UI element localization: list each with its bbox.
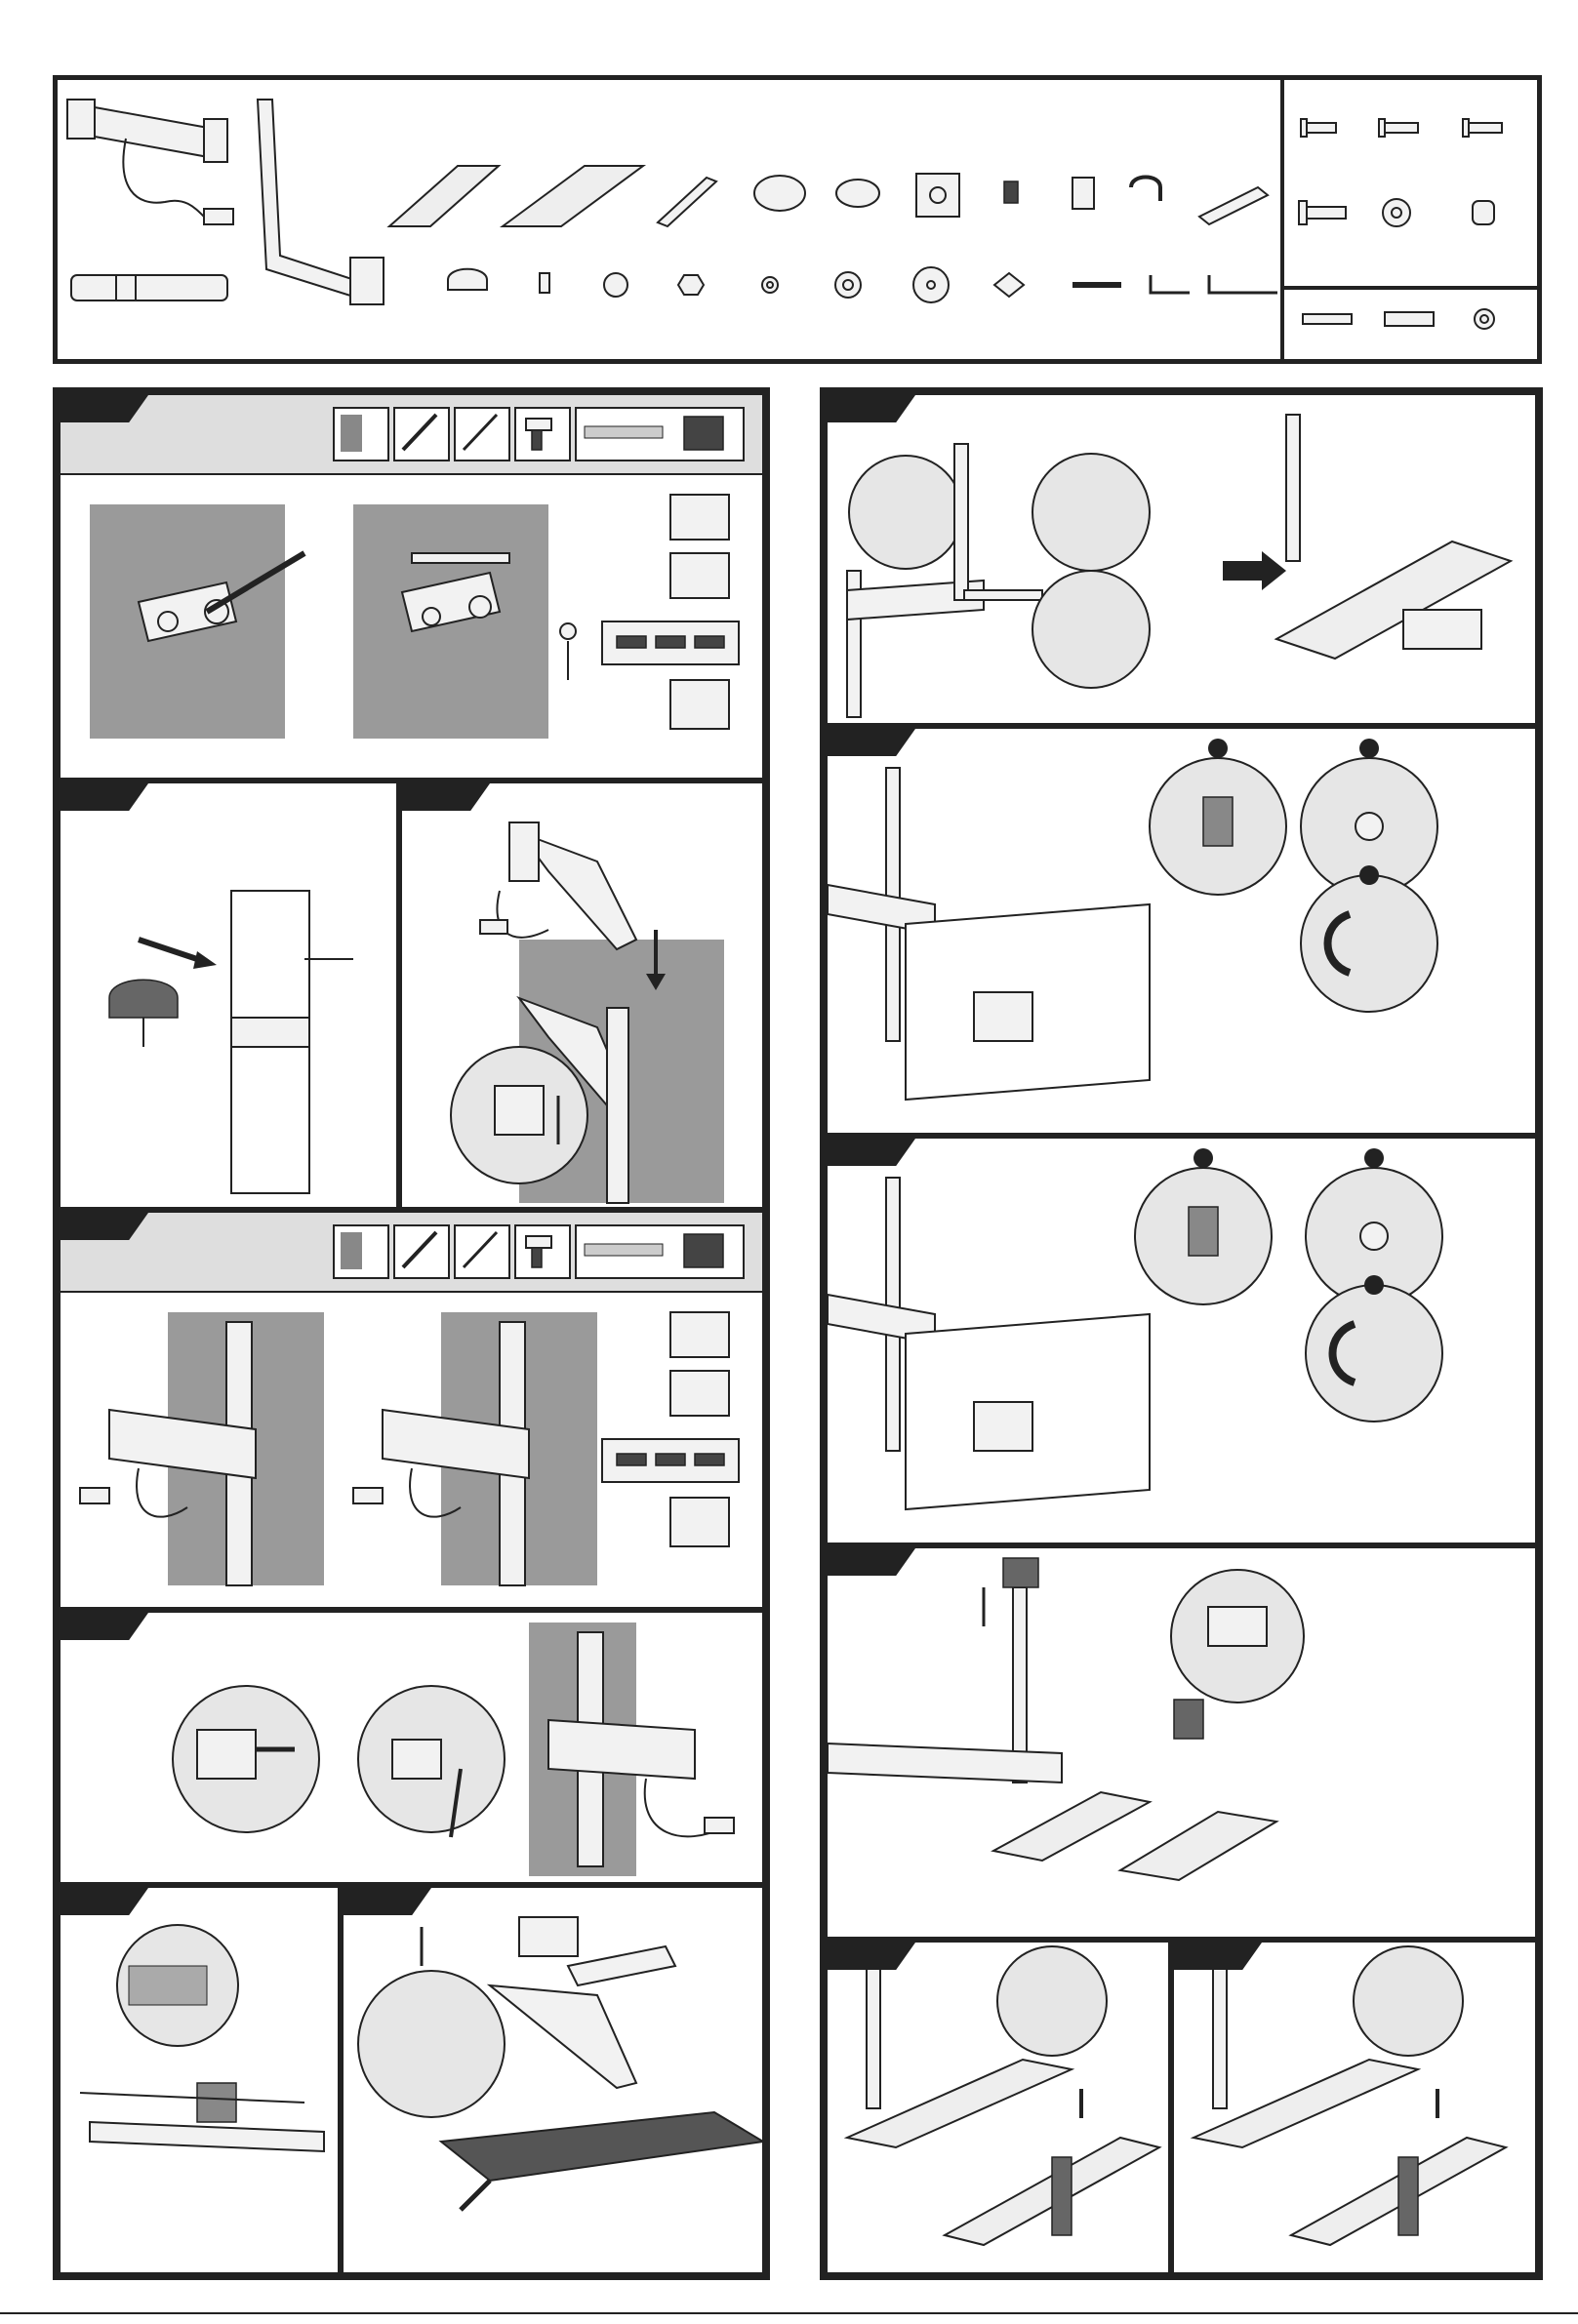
step-5a-panel — [58, 1885, 341, 2275]
step-9-illustration — [828, 1548, 1535, 1937]
drill-icon — [514, 407, 571, 461]
step-6-illustration — [828, 395, 1535, 723]
step-1-tools — [333, 407, 745, 461]
step-3-header-band — [61, 1213, 762, 1293]
level-icon-2 — [333, 1224, 389, 1279]
tray-large-part — [503, 166, 643, 226]
zoom-drill-icon — [670, 680, 729, 729]
step-3-illustration — [61, 1293, 762, 1607]
marker-icon — [454, 407, 510, 461]
small-parts-row-2 — [448, 267, 1277, 302]
step-2a-illustration — [61, 783, 396, 1207]
step-1-panel — [58, 392, 765, 781]
bent-post-part — [258, 100, 384, 304]
level-icon — [333, 407, 389, 461]
footer-rule — [0, 2312, 1578, 2314]
drill-icon-2 — [514, 1224, 571, 1279]
zoom-drill-icon-2 — [670, 1498, 729, 1546]
step-7-illustration — [828, 729, 1535, 1133]
step-3-tools — [333, 1224, 745, 1279]
zoom-brush-icon — [670, 553, 729, 598]
step-8-illustration — [828, 1139, 1535, 1543]
step-5b-panel — [341, 1885, 765, 2275]
step-6-panel — [825, 392, 1538, 726]
step-10a-illustration — [828, 1943, 1168, 2272]
step-4-illustration — [61, 1613, 762, 1882]
step-1-header-band — [61, 395, 762, 475]
parts-list-frame — [53, 75, 1542, 364]
zoom-pencil-icon-2 — [670, 1312, 729, 1357]
step-7-panel — [825, 726, 1538, 1136]
zoom-pencil-icon — [670, 495, 729, 540]
step-2a-panel — [58, 781, 399, 1210]
pencil-icon — [393, 407, 450, 461]
step-8-panel — [825, 1136, 1538, 1545]
step-2b-illustration — [402, 783, 762, 1207]
pole-part — [71, 275, 227, 301]
slide-rail-part — [658, 178, 716, 226]
step-1-illustration — [61, 475, 762, 778]
marker-icon-2 — [454, 1224, 510, 1279]
small-parts-row-1 — [754, 174, 1268, 224]
drill-bit-icon — [575, 407, 745, 461]
parts-illustrations — [58, 80, 1537, 359]
step-4-panel — [58, 1610, 765, 1885]
step-3-tab — [61, 1213, 148, 1240]
hardware-parts — [1299, 119, 1502, 329]
step-2b-panel — [399, 781, 765, 1210]
step-5a-illustration — [61, 1888, 338, 2272]
step-10b-illustration — [1174, 1943, 1535, 2272]
gas-spring-arm-part — [67, 100, 233, 224]
step-10b-panel — [1171, 1940, 1538, 2275]
step-10a-panel — [825, 1940, 1171, 2275]
pencil-icon-2 — [393, 1224, 450, 1279]
zoom-brush-icon-2 — [670, 1371, 729, 1416]
step-1-tab — [61, 395, 148, 422]
drill-bit-icon-2 — [575, 1224, 745, 1279]
step-3-panel — [58, 1210, 765, 1610]
step-5b-illustration — [344, 1888, 762, 2272]
step-9-panel — [825, 1545, 1538, 1940]
tray-small-part — [389, 166, 499, 226]
